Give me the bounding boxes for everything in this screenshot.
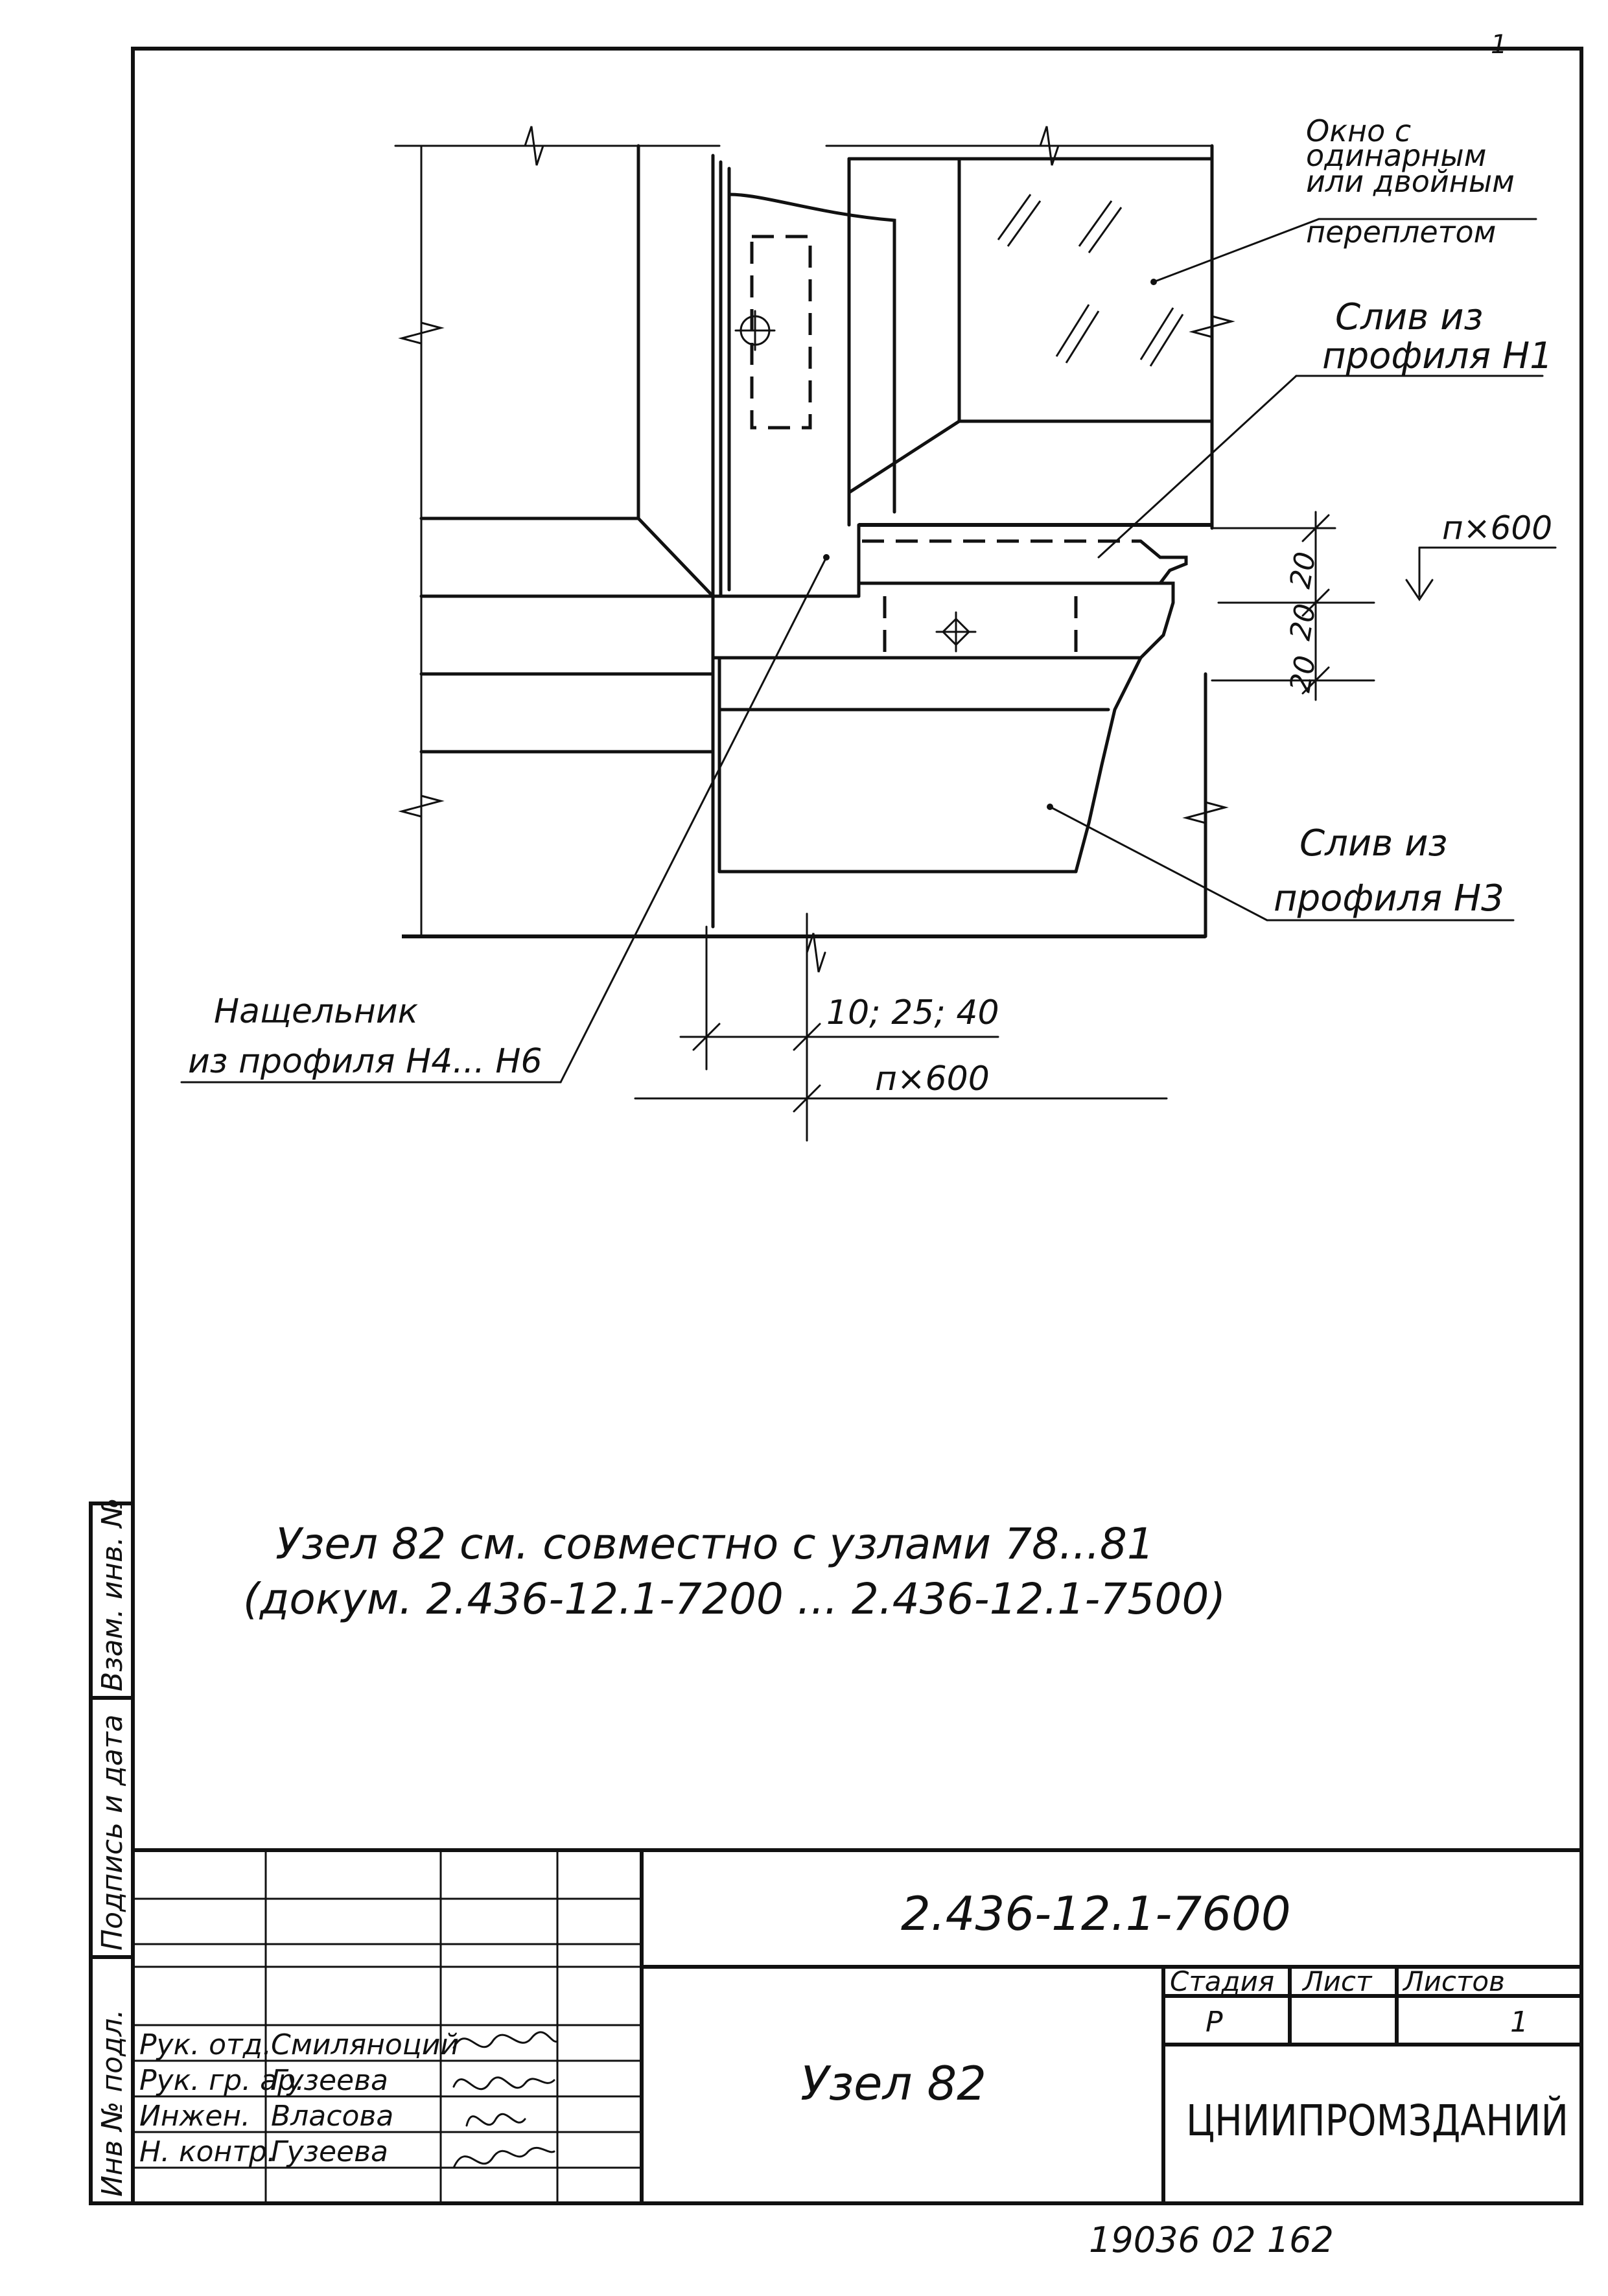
doc-code: 2.436-12.1-7600 (901, 1886, 1291, 1941)
callout-drip-h3-line1: Слив из (1299, 822, 1447, 864)
signature-1 (452, 2031, 559, 2049)
sheets-header: Листов (1402, 1966, 1505, 1997)
callout-platband: Нащельник из профиля Н4... Н6 (188, 992, 542, 1081)
stage-value: Р (1206, 2006, 1223, 2039)
dim-right-20-b: 20 (1284, 601, 1323, 643)
callout-platband-line1: Нащельник (214, 992, 419, 1031)
staff-role-2: Рук. гр. ар. (139, 2064, 305, 2097)
footer-number: 19036 02 162 (1089, 2220, 1334, 2260)
callout-drip-h1: Слив из профиля Н1 (1322, 296, 1553, 377)
sheets-value: 1 (1510, 2006, 1528, 2039)
callout-window-line1: Окно с (1306, 113, 1411, 148)
staff-name-4: Гузеева (271, 2135, 388, 2168)
side-stamp-sign-date: Подпись и дата (96, 1715, 129, 1951)
staff-role-3: Инжен. (139, 2100, 250, 2133)
callout-window: Окно с одинарным или двойным переплетом (1306, 113, 1515, 249)
signature-2 (452, 2076, 555, 2091)
side-stamp: Взам. инв. № Подпись и дата Инв № подл. (89, 1498, 135, 2205)
staff-role-4: Н. контр. (139, 2135, 276, 2168)
callout-platband-line2: из профиля Н4... Н6 (188, 1042, 542, 1081)
staff-role-1: Рук. отд. (139, 2028, 272, 2061)
dim-right-20-c: 20 (1284, 653, 1323, 695)
note-line2: (докум. 2.436-12.1-7200 ... 2.436-12.1-7… (243, 1574, 1226, 1624)
sheet-header: Лист (1301, 1966, 1373, 1997)
callout-drip-h1-line1: Слив из (1335, 296, 1483, 338)
staff-name-1: Смиляноций (271, 2028, 459, 2061)
dim-bottom-gap: 10; 25; 40 (826, 993, 999, 1032)
title-block: 2.436-12.1-7600 Узел 82 Стадия Лист Лист… (132, 1848, 1581, 2205)
side-stamp-inv-orig: Инв № подл. (96, 2009, 129, 2197)
drawing-frame (131, 47, 1583, 2205)
drawing-title: Узел 82 (800, 2056, 986, 2111)
callout-window-line4: переплетом (1306, 215, 1496, 249)
dim-bottom-pitch: п×600 (875, 1060, 990, 1098)
staff-name-2: Гузеева (271, 2064, 388, 2097)
callout-window-line3: или двойным (1306, 164, 1515, 199)
callout-window-line2: одинарным (1306, 138, 1486, 173)
corner-mark: 1 (1491, 30, 1507, 60)
organization: ЦНИИПРОМЗДАНИЙ (1186, 2095, 1568, 2146)
detail-drawing: п×600 20 20 20 10; 25; 40 п×600 (180, 126, 1557, 1142)
signature-4 (452, 2146, 555, 2169)
callout-drip-h1-line2: профиля Н1 (1322, 335, 1553, 377)
dim-right-pitch: п×600 (1442, 509, 1552, 547)
staff-name-3: Власова (271, 2100, 393, 2133)
callout-drip-h3-line2: профиля Н3 (1274, 877, 1504, 920)
side-stamp-replace-inv: Взам. инв. № (96, 1498, 129, 1691)
signature-3 (465, 2113, 526, 2127)
callout-drip-h3: Слив из профиля Н3 (1274, 822, 1504, 920)
stage-header: Стадия (1170, 1966, 1274, 1997)
dim-right-20-a: 20 (1284, 550, 1323, 591)
note-line1: Узел 82 см. совместно с узлами 78...81 (275, 1519, 1154, 1569)
